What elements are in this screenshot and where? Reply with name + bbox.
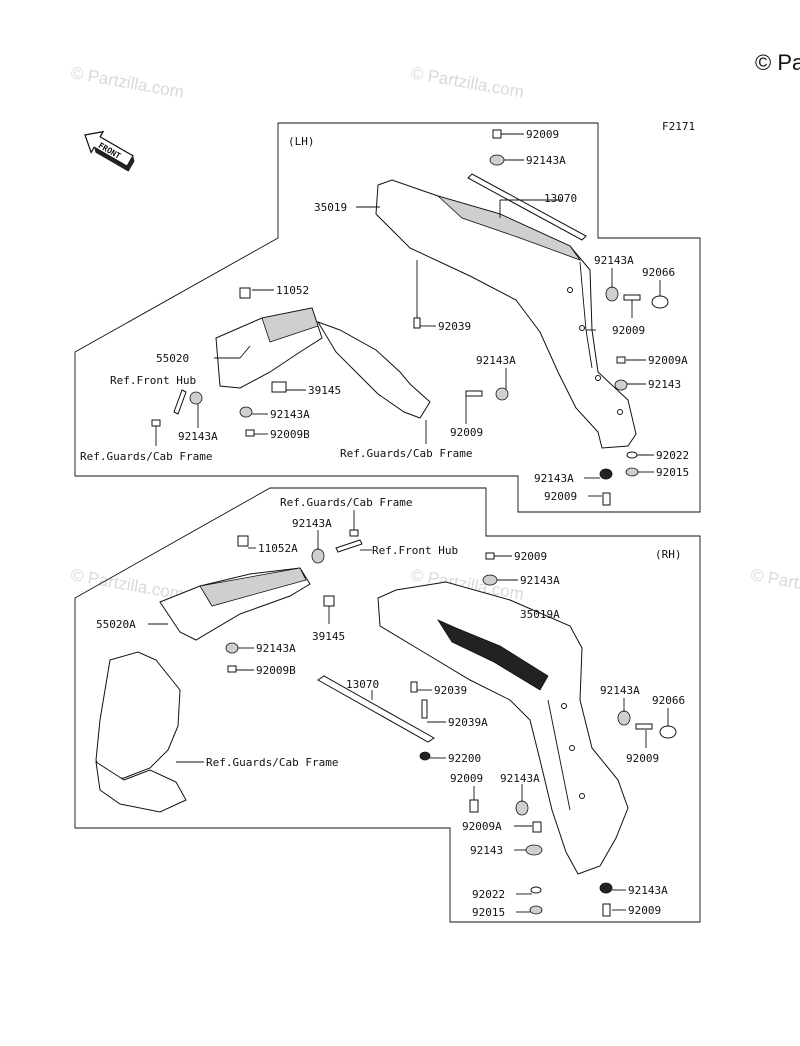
part-label: 11052A bbox=[258, 542, 298, 555]
lh-leader-lines bbox=[155, 133, 661, 497]
part-label: 92143A bbox=[534, 472, 574, 485]
part-label: 92143A bbox=[178, 430, 218, 443]
watermark: © Partzilla.com bbox=[69, 565, 185, 604]
part-label: 11052 bbox=[276, 284, 309, 297]
part-label: 39145 bbox=[312, 630, 345, 643]
part-label: 92009 bbox=[544, 490, 577, 503]
lh-part-labels: 92009 92143A 13070 35019 92143A 92066 92… bbox=[80, 128, 689, 503]
rh-leader-lines bbox=[148, 510, 669, 913]
watermark-group: © Partzilla.com © Partzilla.com © Partzi… bbox=[69, 63, 800, 604]
part-label: 92009 bbox=[526, 128, 559, 141]
part-label: 92143 bbox=[470, 844, 503, 857]
diagram-id: F2171 bbox=[662, 120, 695, 133]
part-label: 55020A bbox=[96, 618, 136, 631]
part-label: 92009 bbox=[612, 324, 645, 337]
part-label: 39145 bbox=[308, 384, 341, 397]
part-label: 92009 bbox=[626, 752, 659, 765]
rh-guard-plate bbox=[95, 651, 187, 813]
part-label: 92022 bbox=[472, 888, 505, 901]
lh-section-label: (LH) bbox=[288, 135, 315, 148]
lh-section-frame bbox=[74, 122, 701, 513]
part-label: 92143A bbox=[500, 772, 540, 785]
front-arrow-icon: FRONT bbox=[84, 130, 135, 172]
rh-fasteners bbox=[225, 529, 677, 917]
part-label: 92009 bbox=[514, 550, 547, 563]
part-label: 92009 bbox=[450, 772, 483, 785]
part-label: 92143 bbox=[648, 378, 681, 391]
part-label: 92143A bbox=[628, 884, 668, 897]
ref-guards-label: Ref.Guards/Cab Frame bbox=[206, 756, 338, 769]
part-label: 92039 bbox=[438, 320, 471, 333]
part-label: 92039 bbox=[434, 684, 467, 697]
rh-bracket-55020a bbox=[159, 567, 311, 641]
part-label: 92009 bbox=[628, 904, 661, 917]
part-label: 92143A bbox=[476, 354, 516, 367]
lh-fender-35019 bbox=[375, 179, 637, 449]
ref-guards-label: Ref.Guards/Cab Frame bbox=[280, 496, 412, 509]
rh-section-frame bbox=[74, 487, 701, 923]
rh-section-label: (RH) bbox=[655, 548, 682, 561]
watermark: © Partzilla.com bbox=[69, 63, 185, 102]
rh-strip-13070 bbox=[317, 675, 435, 743]
ref-guards-label: Ref.Guards/Cab Frame bbox=[80, 450, 212, 463]
part-label: 92015 bbox=[472, 906, 505, 919]
part-label: 92143A bbox=[256, 642, 296, 655]
lh-guard-plate bbox=[316, 321, 431, 419]
part-label: 55020 bbox=[156, 352, 189, 365]
part-label: 35019 bbox=[314, 201, 347, 214]
part-label: 92009A bbox=[462, 820, 502, 833]
lh-strip-13070 bbox=[467, 173, 587, 241]
part-label: 92143A bbox=[600, 684, 640, 697]
ref-front-hub-label: Ref.Front Hub bbox=[110, 374, 196, 387]
part-label: 92143A bbox=[270, 408, 310, 421]
part-label: 92022 bbox=[656, 449, 689, 462]
part-label: 92015 bbox=[656, 466, 689, 479]
watermark: © Partzilla.com bbox=[749, 565, 800, 604]
part-label: 92009 bbox=[450, 426, 483, 439]
rh-fender-35019a bbox=[377, 581, 629, 875]
part-label: 35019A bbox=[520, 608, 560, 621]
lh-bracket-55020 bbox=[215, 307, 323, 389]
rh-part-labels: Ref.Guards/Cab Frame 92143A 11052A Ref.F… bbox=[96, 496, 685, 919]
part-label: 13070 bbox=[346, 678, 379, 691]
ref-front-hub-label: Ref.Front Hub bbox=[372, 544, 458, 557]
part-label: 13070 bbox=[544, 192, 577, 205]
watermark: © Partzilla.com bbox=[409, 63, 525, 102]
part-label: 92143A bbox=[594, 254, 634, 267]
copyright-mark: © Pa bbox=[755, 50, 800, 75]
part-label: 92143A bbox=[520, 574, 560, 587]
ref-guards-label: Ref.Guards/Cab Frame bbox=[340, 447, 472, 460]
part-label: 92200 bbox=[448, 752, 481, 765]
part-label: 92066 bbox=[642, 266, 675, 279]
part-label: 92039A bbox=[448, 716, 488, 729]
part-label: 92143A bbox=[292, 517, 332, 530]
part-label: 92009B bbox=[270, 428, 310, 441]
part-label: 92009B bbox=[256, 664, 296, 677]
part-label: 92066 bbox=[652, 694, 685, 707]
part-label: 92009A bbox=[648, 354, 688, 367]
part-label: 92143A bbox=[526, 154, 566, 167]
